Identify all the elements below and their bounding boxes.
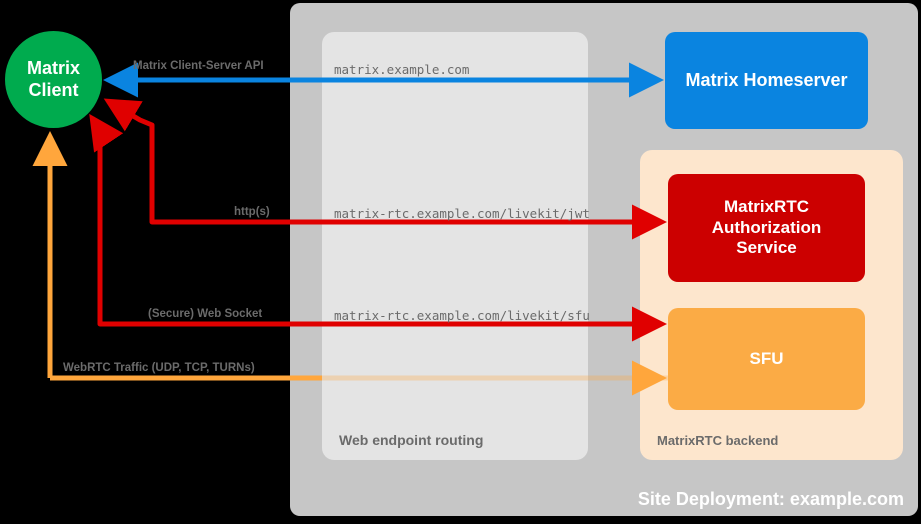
node-sfu[interactable]: SFU [668,308,865,410]
node-matrix-client-line1: Matrix [26,58,80,79]
wire-https-auth [103,98,667,240]
url-label-matrix-example-com: matrix.example.com [334,62,470,77]
node-auth-line1: MatrixRTC [723,197,809,217]
node-matrixrtc-authorization-service[interactable]: MatrixRTC Authorization Service [668,174,865,282]
node-auth-line2: Authorization [711,217,822,237]
node-matrix-client[interactable]: Matrix Client [5,31,102,128]
edge-label-https: http(s) [234,206,270,218]
edge-label-matrix-client-server-api: Matrix Client-Server API [133,60,264,72]
node-auth-line3: Service [736,238,797,258]
node-matrix-homeserver-label: Matrix Homeserver [685,69,848,90]
web-endpoint-routing-label: Web endpoint routing [339,432,484,448]
url-label-livekit-jwt: matrix-rtc.example.com/livekit/jwt [334,206,590,221]
edge-label-web-socket: (Secure) Web Socket [148,308,263,320]
wire-websocket-sfu [89,113,667,342]
site-deployment-label: Site Deployment: example.com [637,489,904,509]
node-sfu-label: SFU [749,348,784,368]
node-matrix-homeserver[interactable]: Matrix Homeserver [665,32,868,129]
matrixrtc-backend-label: MatrixRTC backend [657,433,779,448]
url-label-livekit-sfu: matrix-rtc.example.com/livekit/sfu [334,308,590,323]
edge-label-webrtc-traffic: WebRTC Traffic (UDP, TCP, TURNs) [63,362,255,374]
node-matrix-client-line2: Client [28,79,79,100]
